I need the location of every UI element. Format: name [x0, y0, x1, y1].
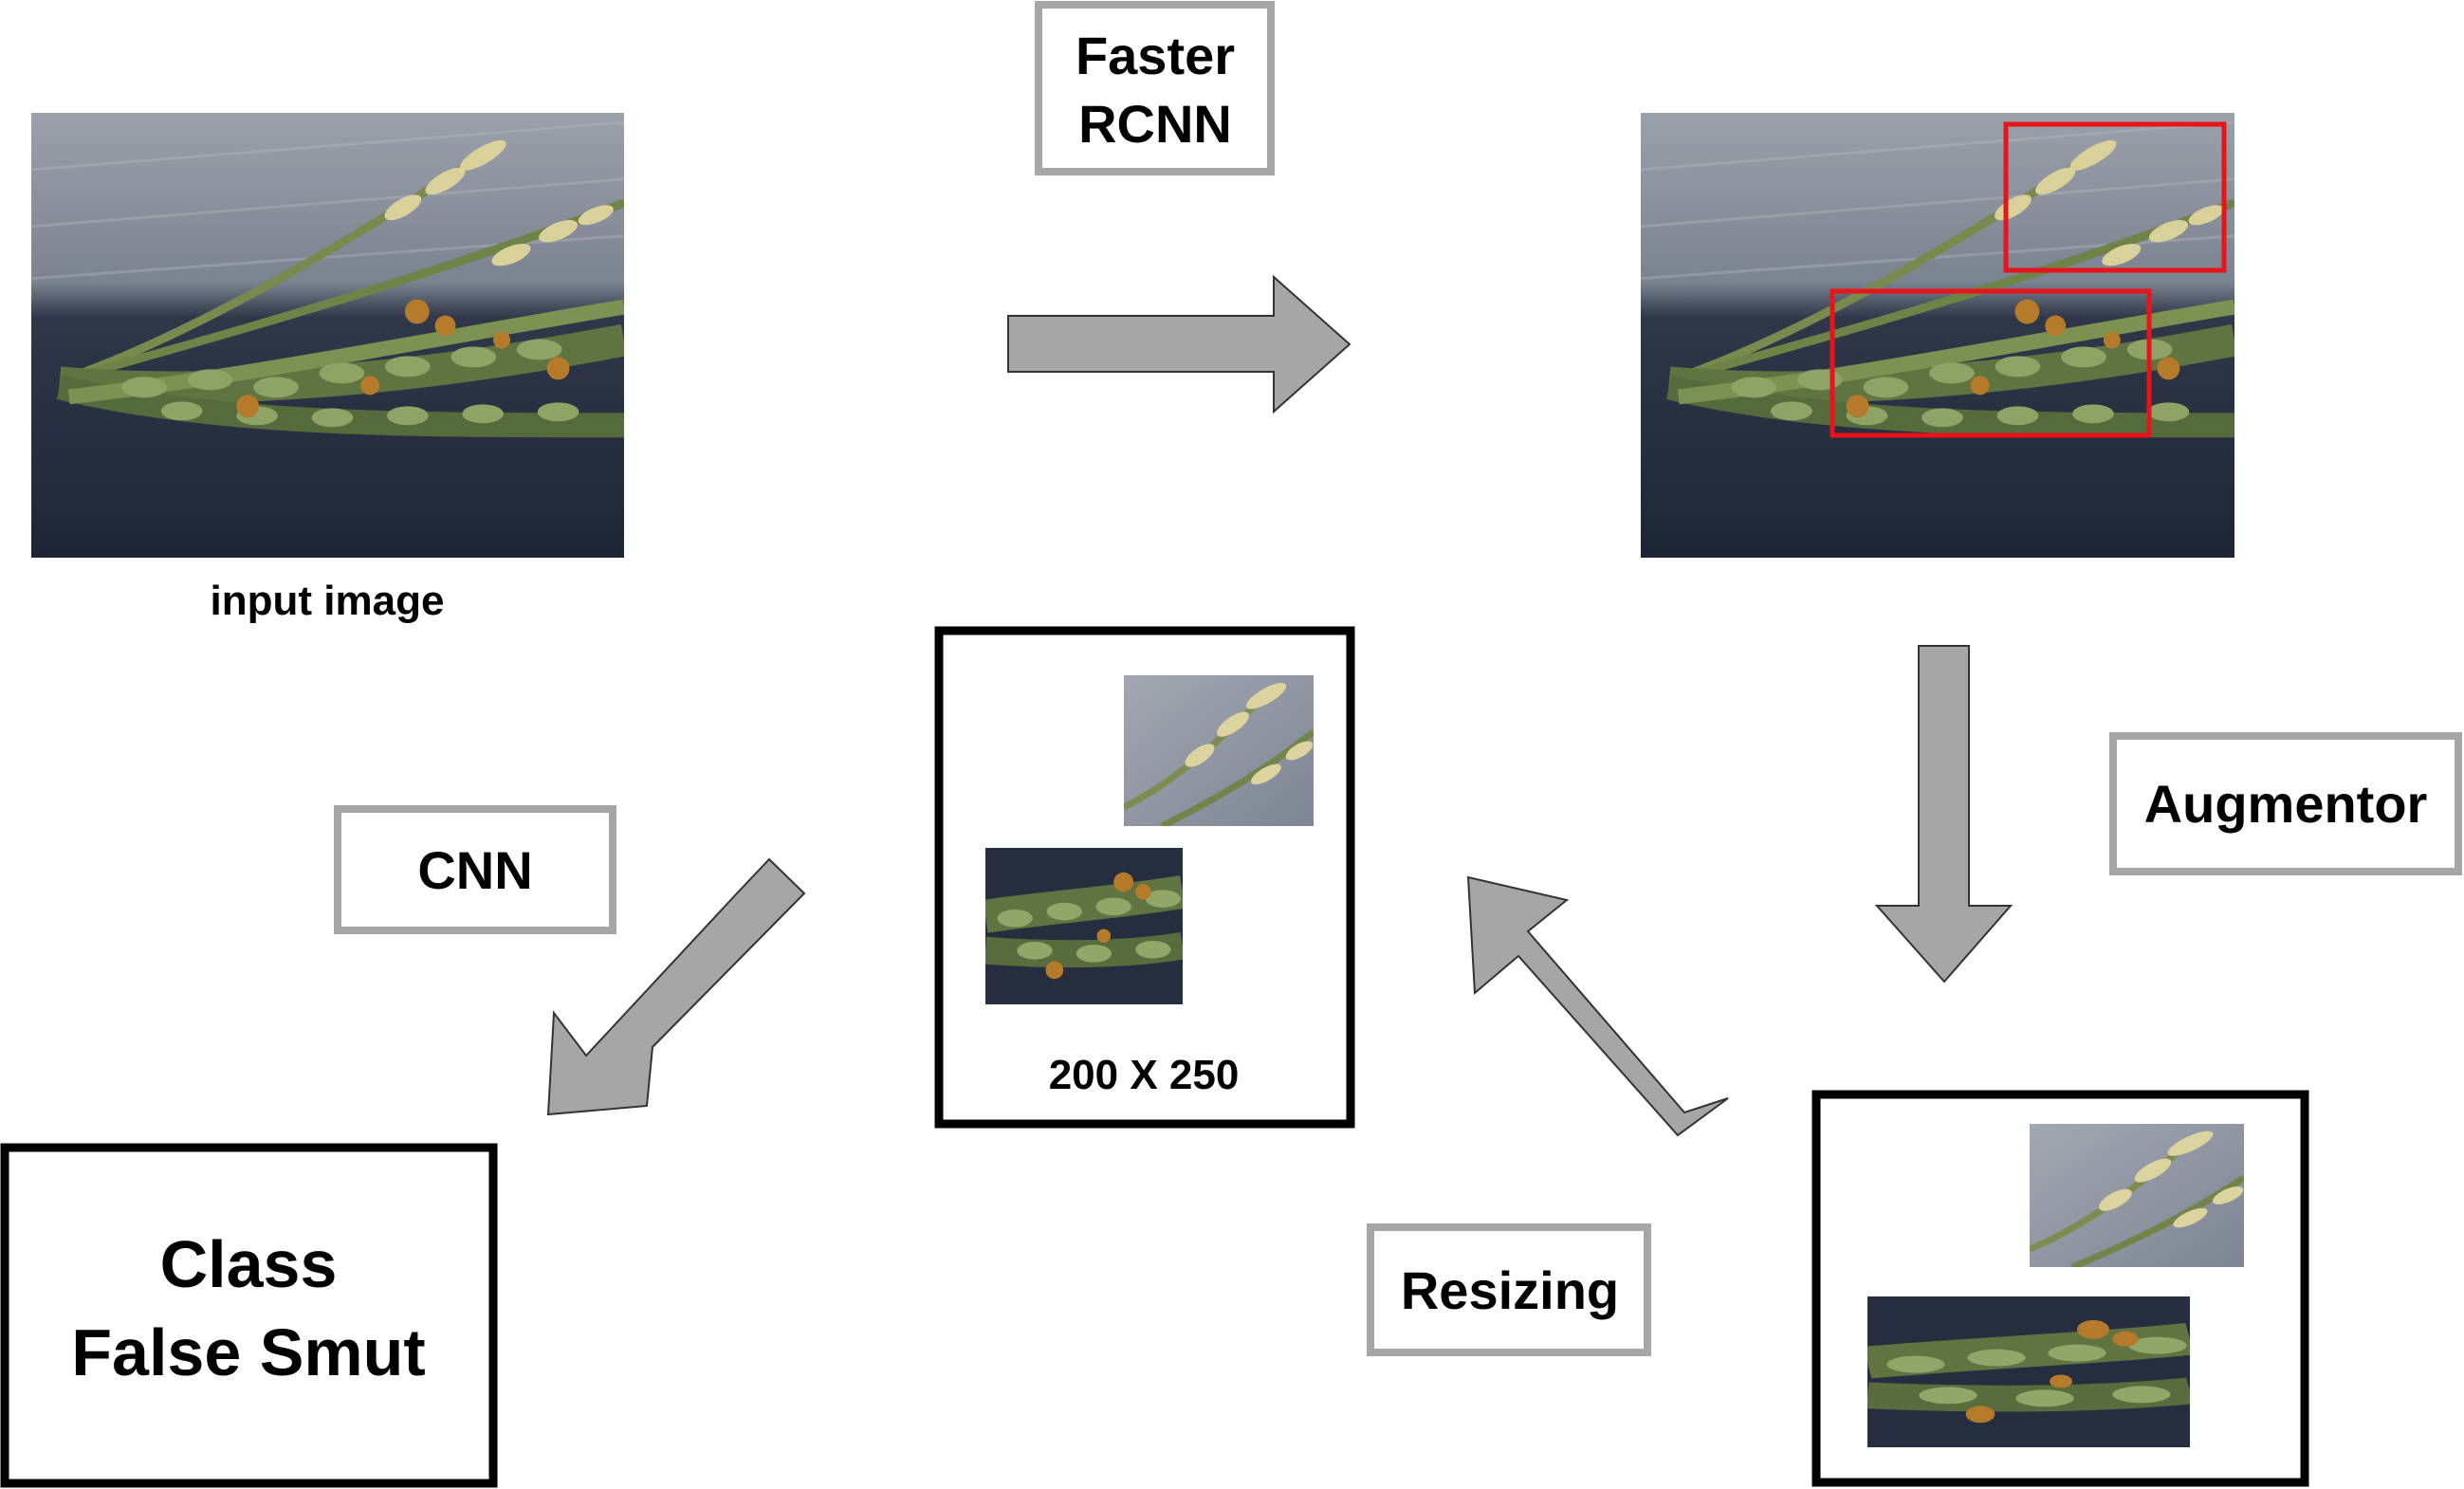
input-image-photo: [31, 113, 624, 558]
class-output-line2: False Smut: [71, 1315, 425, 1389]
resizing-label: Resizing: [1401, 1260, 1619, 1320]
resized-crop-upper: [1124, 675, 1315, 826]
class-output-line1: Class: [160, 1227, 338, 1301]
cnn-label-box: [334, 805, 616, 934]
arrow-right-icon: [1007, 274, 1352, 414]
detection-box-lower: [1830, 288, 2152, 438]
detected-image-photo: [1641, 113, 2234, 558]
arrow-down-icon: [1874, 645, 2013, 983]
resizing-label-box: [1367, 1223, 1651, 1356]
cnn-label: CNN: [417, 840, 532, 900]
augmented-crop-upper: [2030, 1124, 2247, 1267]
faster-rcnn-label-box: [1035, 1, 1275, 175]
faster-rcnn-label-line1: Faster: [1076, 26, 1235, 85]
resized-size-label: 200 X 250: [1049, 1052, 1240, 1098]
augmentor-label-box: [2109, 732, 2462, 875]
augmented-crop-lower: [1867, 1296, 2190, 1447]
arrow-up-left-icon: [1466, 875, 1729, 1137]
detection-box-upper: [2003, 121, 2227, 273]
faster-rcnn-label-line2: RCNN: [1078, 94, 1232, 154]
arrow-down-left-icon: [546, 857, 806, 1116]
augmentor-label: Augmentor: [2144, 774, 2428, 834]
resized-crop-lower: [985, 848, 1183, 1004]
class-output-box: [0, 1143, 498, 1488]
input-image-caption: input image: [211, 578, 445, 624]
